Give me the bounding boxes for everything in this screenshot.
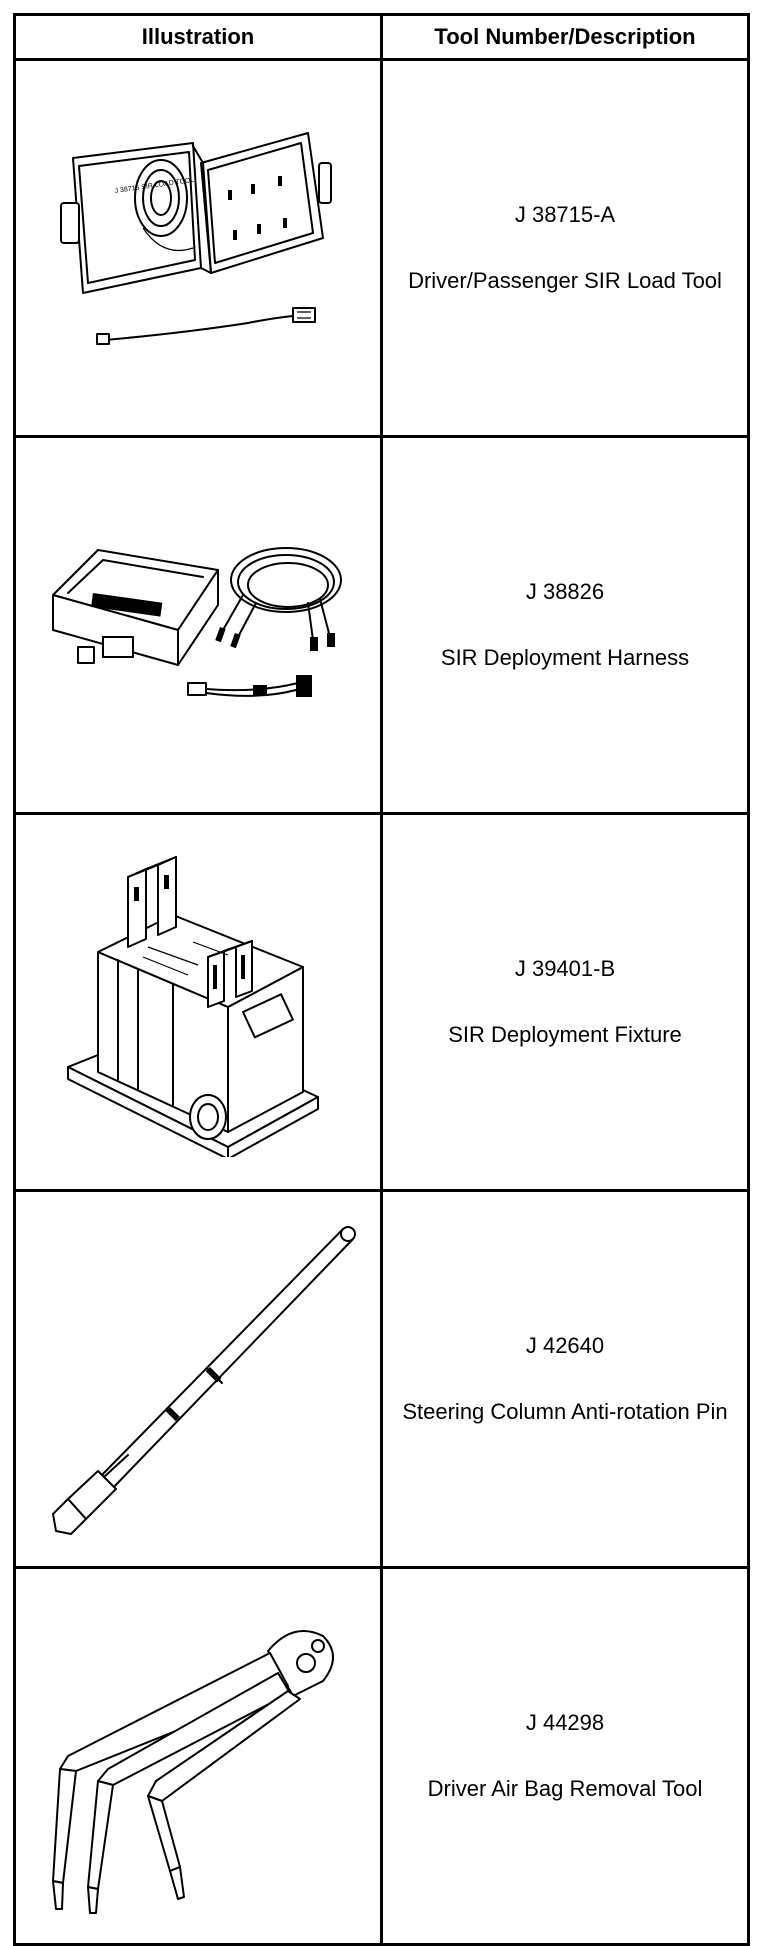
- tool-number: J 38826: [525, 579, 605, 604]
- tool-description: Steering Column Anti-rotation Pin: [402, 1399, 728, 1424]
- table-row: J 38826 SIR Deployment Harness: [13, 435, 750, 815]
- deployment-harness-icon: [52, 547, 342, 697]
- illustration-cell: [13, 1189, 383, 1569]
- tool-description-cell: J 42640 Steering Column Anti-rotation Pi…: [380, 1189, 750, 1569]
- illustration-cell: [13, 435, 383, 815]
- header-illustration: Illustration: [13, 13, 383, 61]
- table-row: J 44298 Driver Air Bag Removal Tool: [13, 1566, 750, 1946]
- tool-number: J 38715-A: [514, 202, 616, 227]
- tool-description-cell: J 39401-B SIR Deployment Fixture: [380, 812, 750, 1192]
- illustration-cell: [13, 1566, 383, 1946]
- tool-description: Driver/Passenger SIR Load Tool: [408, 268, 722, 293]
- tool-description-cell: J 38826 SIR Deployment Harness: [380, 435, 750, 815]
- tool-table: Illustration Tool Number/Description J 3…: [13, 13, 750, 1946]
- tool-number: J 44298: [525, 1710, 605, 1735]
- air-bag-removal-tool-icon: [52, 1630, 334, 1914]
- header-tool-number-description: Tool Number/Description: [380, 13, 750, 61]
- table-row: J 39401-B SIR Deployment Fixture: [13, 812, 750, 1192]
- illustration-cell: [13, 812, 383, 1192]
- header-row: Illustration Tool Number/Description: [13, 13, 750, 61]
- tool-description: SIR Deployment Harness: [440, 645, 690, 670]
- tool-description: Driver Air Bag Removal Tool: [427, 1776, 703, 1801]
- tool-description-cell: J 44298 Driver Air Bag Removal Tool: [380, 1566, 750, 1946]
- tool-description: SIR Deployment Fixture: [448, 1022, 682, 1047]
- load-tool-case-icon: J 38715 SIR LOAD TOOL: [60, 132, 332, 345]
- anti-rotation-pin-icon: [52, 1226, 356, 1535]
- tool-number: J 39401-B: [514, 956, 616, 981]
- table-row: J 38715 SIR LOAD TOOL J 38715-A: [13, 58, 750, 438]
- table-row: J 42640 Steering Column Anti-rotation Pi…: [13, 1189, 750, 1569]
- illustration-cell: J 38715 SIR LOAD TOOL: [13, 58, 383, 438]
- tool-description-cell: J 38715-A Driver/Passenger SIR Load Tool: [380, 58, 750, 438]
- tool-number: J 42640: [525, 1333, 605, 1358]
- deployment-fixture-icon: [67, 856, 319, 1157]
